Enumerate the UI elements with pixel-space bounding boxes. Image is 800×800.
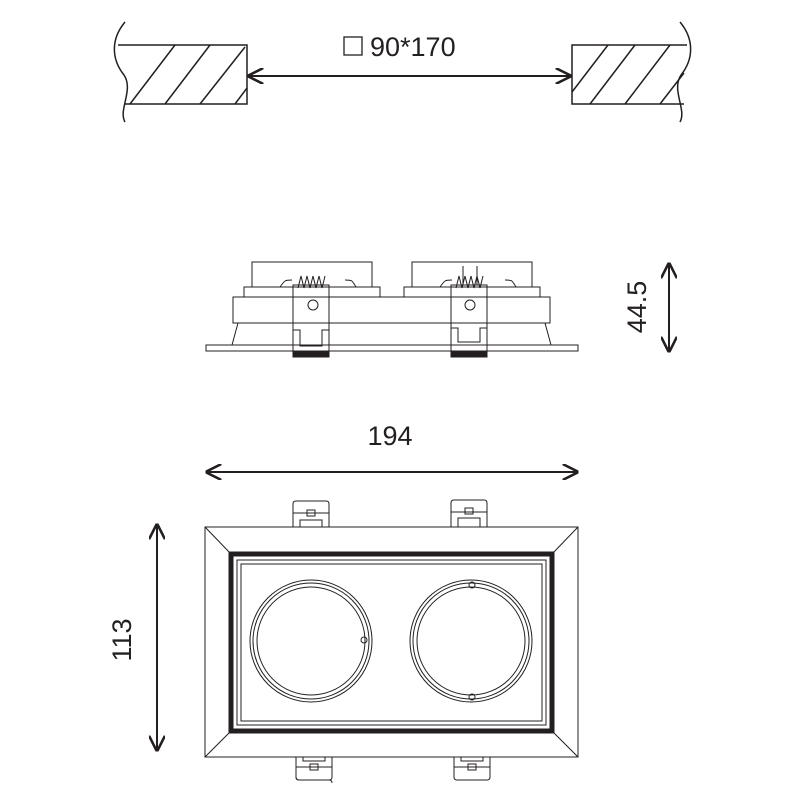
spring-clip-left xyxy=(292,275,330,358)
depth-dimension-label: 113 xyxy=(107,618,137,661)
front-view xyxy=(204,499,579,784)
cutout-dimension-label: 90*170 xyxy=(370,32,456,62)
height-dimension-label: 44.5 xyxy=(622,281,652,334)
ceiling-section-left xyxy=(113,21,248,123)
spring-clip-right xyxy=(450,266,488,358)
clips-bottom xyxy=(295,756,491,784)
square-symbol-icon xyxy=(343,36,363,56)
clips-top xyxy=(292,499,488,528)
ceiling-section-right xyxy=(571,21,692,123)
side-view xyxy=(205,261,579,358)
width-dimension-label: 194 xyxy=(367,421,412,451)
lamp-ring-right xyxy=(409,579,533,703)
lamp-ring-left xyxy=(249,579,373,703)
